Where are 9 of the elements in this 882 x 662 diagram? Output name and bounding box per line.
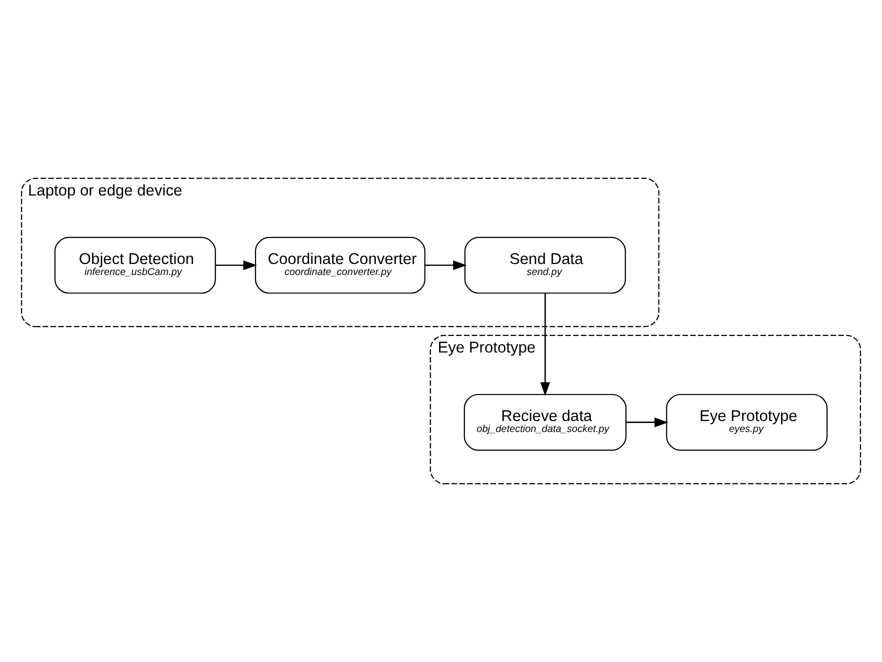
arrow <box>540 293 550 396</box>
node-box: Object Detection inference_usbCam.py <box>54 236 216 294</box>
node-box: Coordinate Converter coordinate_converter.py <box>254 236 426 294</box>
node-box: Eye Prototype eyes.py <box>666 394 828 451</box>
node-box: Recieve data obj_detection_data_socket.py <box>464 394 626 451</box>
arrow <box>216 260 258 270</box>
arrow <box>626 418 668 428</box>
node-box: Send Data send.py <box>464 236 626 294</box>
arrow <box>425 260 467 270</box>
